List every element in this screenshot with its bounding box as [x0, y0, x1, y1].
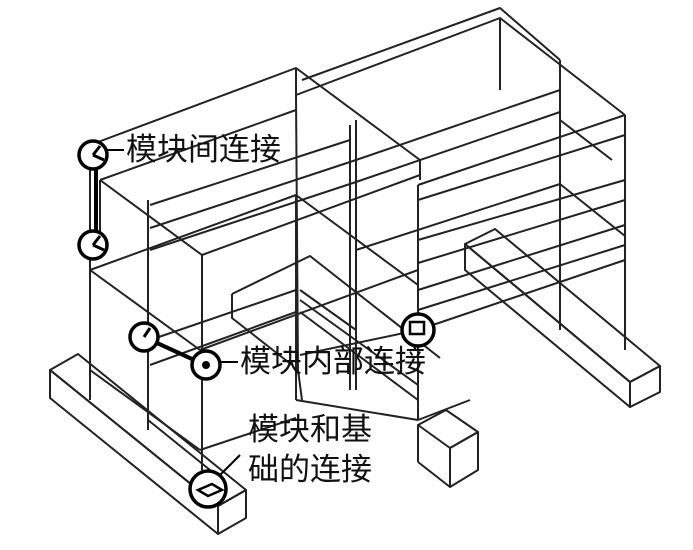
- foundation-beams: [49, 228, 661, 535]
- intra-module-connection-icon-left: [128, 321, 160, 353]
- inter-module-connection-icon-upper: [77, 139, 109, 171]
- label-inter-module: 模块间连接: [126, 132, 281, 168]
- label-foundation-line1: 模块和基: [248, 412, 372, 448]
- label-intra-module: 模块内部连接: [240, 344, 426, 380]
- module-frames: [89, 7, 626, 471]
- foundation-beam-left: [49, 353, 247, 535]
- inter-module-connection-icon-lower: [77, 229, 109, 261]
- label-foundation-line2: 础的连接: [248, 452, 372, 488]
- intra-module-connection-icon-back: [400, 312, 436, 348]
- foundation-beam-middle: [417, 409, 479, 488]
- foundation-beam-inner: [231, 255, 441, 366]
- foundation-beam-right: [464, 228, 661, 408]
- connection-markers: [77, 139, 436, 509]
- foundation-connection-icon: [188, 469, 228, 509]
- label-leaders: [106, 149, 238, 363]
- intra-module-connection-icon-right: [190, 349, 222, 381]
